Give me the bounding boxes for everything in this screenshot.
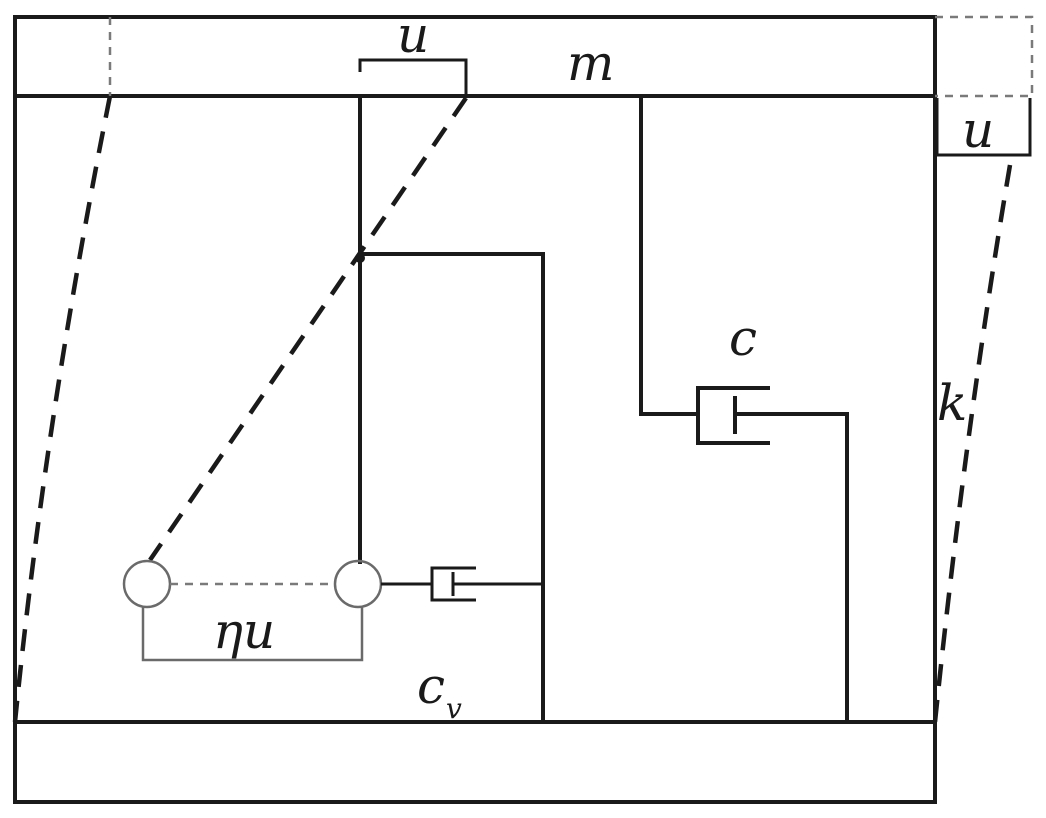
top-displacement-dimension <box>358 58 468 96</box>
support-frame <box>358 252 545 724</box>
label-amplified-displacement: ηu <box>213 602 275 660</box>
label-side-displacement: u <box>962 101 994 159</box>
flywheel-right <box>333 559 383 609</box>
deformed-shape <box>12 15 1034 723</box>
label-inerter-damper: c <box>417 657 445 715</box>
amplified-displacement-dimension <box>141 607 364 662</box>
label-damper: c <box>729 309 757 367</box>
label-inerter-damper-subscript: v <box>446 692 462 725</box>
label-mass: m <box>567 34 614 92</box>
small-damper <box>381 566 543 602</box>
flywheel-left <box>122 559 172 609</box>
label-stiffness: k <box>937 374 967 432</box>
label-top-displacement: u <box>397 6 429 64</box>
side-displacement-dimension <box>935 98 1032 157</box>
lever-arm-dashed <box>148 96 468 562</box>
inerter-linkage <box>148 94 545 724</box>
displaced-mass-outline-right <box>935 15 1034 98</box>
main-damper <box>639 94 849 724</box>
deformed-left-column <box>12 95 113 723</box>
deformed-right-column <box>932 164 1013 723</box>
pivot-dot <box>355 253 365 263</box>
mass-plate <box>13 15 937 98</box>
base-plate <box>13 720 937 804</box>
